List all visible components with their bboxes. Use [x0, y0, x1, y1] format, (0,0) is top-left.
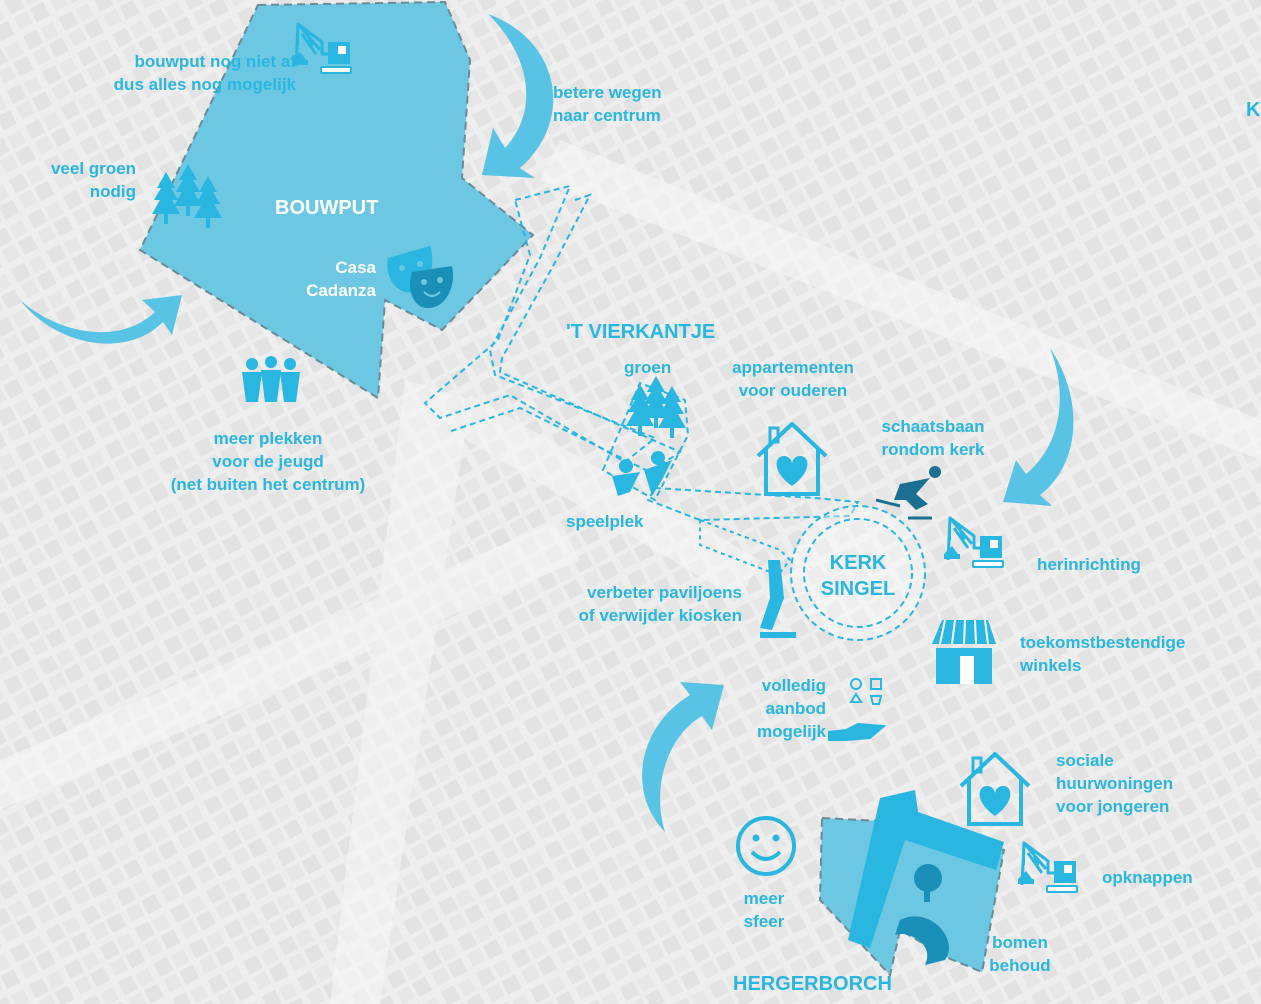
- pavilion-icon: [760, 560, 796, 638]
- label-winkels: toekomstbestendige winkels: [1020, 631, 1185, 677]
- kerksingel-circle[interactable]: [790, 505, 926, 641]
- label-line: rondom kerk: [881, 440, 985, 459]
- label-sfeer: meer sfeer: [722, 887, 806, 933]
- map-roads: [0, 140, 1261, 1004]
- arrow-right: [1003, 348, 1074, 506]
- arrow-bottom: [642, 682, 724, 832]
- label-line: verbeter paviljoens: [587, 583, 742, 602]
- label-line: Cadanza: [306, 281, 376, 300]
- people-group-icon: [242, 356, 300, 402]
- label-line: voor de jeugd: [212, 452, 324, 471]
- label-line: (net buiten het centrum): [170, 475, 366, 494]
- shapes-hand-icon: [827, 678, 887, 741]
- label-schaatsbaan: schaatsbaan rondom kerk: [860, 415, 1006, 461]
- label-line: appartementen: [732, 358, 854, 377]
- label-line: veel groen: [50, 159, 136, 178]
- label-line: of verwijder kiosken: [578, 606, 742, 625]
- skater-icon: [875, 466, 941, 520]
- hergerborch-building: [848, 790, 1004, 948]
- arrows: [20, 14, 1074, 832]
- label-line: winkels: [1020, 656, 1082, 675]
- label-groen: groen: [624, 358, 672, 377]
- label-line: bomen: [992, 933, 1048, 952]
- label-line: betere wegen: [553, 83, 662, 102]
- label-line: behoud: [989, 956, 1051, 975]
- area-title-vierkantje: 'T VIERKANTJE: [566, 321, 716, 343]
- label-line: voor jongeren: [1056, 797, 1170, 816]
- label-line: volledig: [761, 676, 826, 695]
- label-sociale-huur: sociale huurwoningen voor jongeren: [1056, 749, 1173, 818]
- label-line: SINGEL: [820, 578, 896, 600]
- playing-children-icon: [612, 451, 672, 496]
- shop-icon: [932, 619, 996, 684]
- label-line: schaatsbaan: [881, 417, 985, 436]
- arrow-top: [482, 14, 554, 178]
- label-line: meer: [743, 889, 785, 908]
- label-line: huurwoningen: [1056, 774, 1174, 793]
- label-line: bouwput nog niet af: [134, 52, 296, 71]
- label-line: Casa: [335, 258, 376, 277]
- label-line: sociale: [1056, 751, 1114, 770]
- label-line: meer plekken: [213, 429, 323, 448]
- label-casa-cadanza: Casa Cadanza: [270, 256, 376, 302]
- label-betere-wegen: betere wegen naar centrum: [553, 81, 662, 127]
- arrow-left: [20, 295, 182, 344]
- label-aanbod: volledig aanbod mogelijk: [720, 674, 826, 743]
- label-veel-groen: veel groen nodig: [20, 157, 136, 203]
- label-line: nodig: [89, 182, 136, 201]
- label-herinrichting: herinrichting: [1037, 555, 1141, 574]
- area-title-hergerborch: HERGERBORCH: [733, 973, 892, 995]
- park-path-icon: [895, 864, 949, 965]
- smiley-icon: [736, 816, 796, 876]
- theater-masks-icon: [387, 246, 454, 309]
- vierkantje-area: [601, 381, 690, 502]
- label-appartementen: appartementen voor ouderen: [712, 356, 874, 402]
- label-line: dus alles nog mogelijk: [113, 75, 296, 94]
- label-jeugd: meer plekken voor de jeugd (net buiten h…: [143, 427, 393, 496]
- label-opknappen: opknappen: [1102, 868, 1193, 887]
- label-speelplek: speelplek: [566, 512, 644, 531]
- label-line: mogelijk: [757, 722, 826, 741]
- label-line: KERK: [829, 552, 887, 574]
- label-line: toekomstbestendige: [1020, 633, 1186, 652]
- area-title-kerksingel: KERK SINGEL: [802, 550, 914, 602]
- label-line: aanbod: [765, 699, 826, 718]
- label-line: sfeer: [743, 912, 785, 931]
- label-line: naar centrum: [553, 106, 661, 125]
- label-paviljoens: verbeter paviljoens of verwijder kiosken: [520, 581, 742, 627]
- edge-letter: K: [1246, 99, 1261, 121]
- area-title-bouwput: BOUWPUT: [275, 197, 379, 219]
- label-bouwput-niet-af: bouwput nog niet af dus alles nog mogeli…: [58, 50, 296, 96]
- label-bomen: bomen behoud: [978, 931, 1062, 977]
- label-line: voor ouderen: [738, 381, 848, 400]
